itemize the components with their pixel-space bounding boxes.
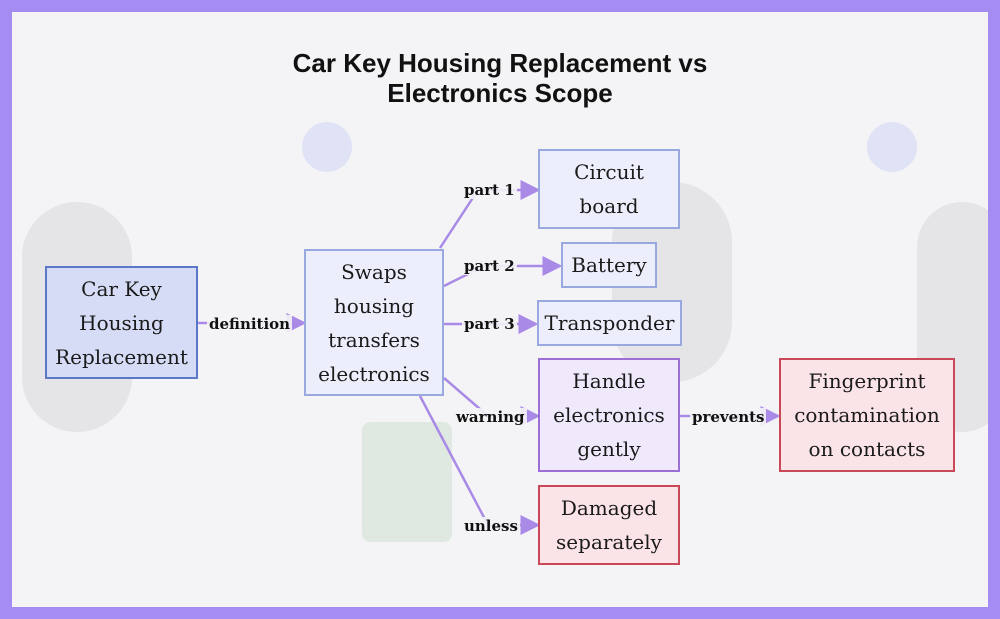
faint-step-circle-3 <box>867 122 917 172</box>
node-text-line: Circuit <box>574 160 644 184</box>
edge-label-part-2: part 2 <box>462 257 517 275</box>
node-text-line: Housing <box>79 310 164 335</box>
node-swaps-housing: Swaps housing transfers electronics <box>304 249 444 396</box>
node-text-line: on contacts <box>808 437 926 461</box>
node-text-line: electronics <box>553 403 665 427</box>
edge-label-definition: definition <box>207 315 293 333</box>
node-battery: Battery <box>561 242 657 288</box>
node-car-key-housing-replacement: Car Key Housing Replacement <box>45 266 198 379</box>
node-text-line: transfers <box>328 327 420 352</box>
node-text-line: contamination <box>794 403 940 427</box>
node-text-line: separately <box>556 530 662 554</box>
node-damaged-separately: Damaged separately <box>538 485 680 565</box>
faint-circuit-shape <box>362 422 452 542</box>
edge-label-prevents: prevents <box>690 408 767 426</box>
edge-label-warning: warning <box>454 408 527 426</box>
node-handle-electronics-gently: Handle electronics gently <box>538 358 680 472</box>
node-text-line: housing <box>333 293 415 318</box>
node-text-line: Fingerprint <box>808 369 926 393</box>
title-line-2: Electronics Scope <box>387 78 613 108</box>
node-text-line: Handle <box>572 369 646 393</box>
node-text-line: Swaps <box>341 259 407 284</box>
title-line-1: Car Key Housing Replacement vs <box>292 48 708 78</box>
faint-step-circle-2 <box>302 122 352 172</box>
node-text-line: Car Key <box>81 276 162 301</box>
node-text-line: board <box>579 194 639 218</box>
edge-label-part-1: part 1 <box>462 181 517 199</box>
node-text-line: gently <box>577 437 641 461</box>
diagram-title: Car Key Housing Replacement vs Electroni… <box>0 48 1000 108</box>
node-text-line: Battery <box>571 253 647 277</box>
edge-label-unless: unless <box>462 517 520 535</box>
node-text-line: electronics <box>318 361 430 386</box>
node-text-line: Replacement <box>55 344 188 369</box>
node-text-line: Damaged <box>560 496 658 520</box>
node-fingerprint-contamination: Fingerprint contamination on contacts <box>779 358 955 472</box>
node-transponder: Transponder <box>537 300 682 346</box>
node-text-line: Transponder <box>544 311 675 335</box>
edge-label-part-3: part 3 <box>462 315 517 333</box>
node-circuit-board: Circuit board <box>538 149 680 229</box>
